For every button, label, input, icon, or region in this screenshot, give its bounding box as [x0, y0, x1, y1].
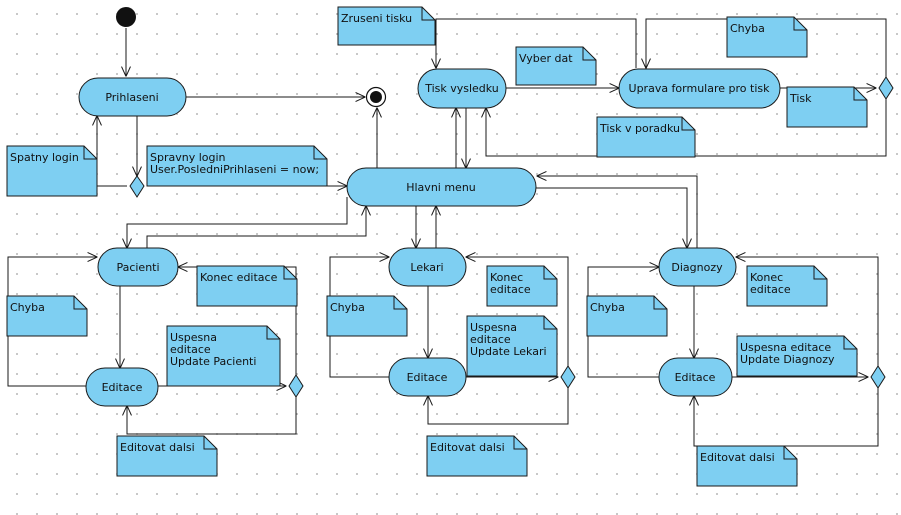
flow-menu-diagnozy [536, 187, 687, 248]
note-konec-pacienti[interactable]: Konec editace [196, 265, 298, 307]
note-text: Update Pacienti [170, 355, 256, 368]
activity-label: Lekari [410, 261, 443, 274]
note-chyba-tisk[interactable]: Chyba [726, 16, 808, 58]
note-text: Chyba [330, 301, 365, 314]
note-tisk[interactable]: Tisk [786, 86, 868, 128]
decision-pacienti [288, 374, 304, 398]
activity-label: Pacienti [116, 261, 159, 274]
flow-pacienti-menu [146, 206, 366, 248]
note-chyba-pacienti[interactable]: Chyba [6, 295, 88, 337]
note-text: Editovat dalsi [700, 451, 775, 464]
decision-diagnozy [870, 365, 886, 389]
activity-label: Tisk vysledku [424, 82, 499, 95]
note-text: Uspesna editace [740, 341, 831, 354]
flow-diag-konec [736, 257, 879, 366]
note-text: Editovat dalsi [120, 441, 195, 454]
activity-label: Uprava formulare pro tisk [629, 82, 771, 95]
activity-pacienti-editace[interactable]: Editace [85, 367, 159, 407]
activity-label: Diagnozy [671, 261, 723, 274]
flow-lek-editovat [428, 388, 569, 425]
note-editovat-diagnozy[interactable]: Editovat dalsi [696, 445, 798, 487]
flow-menu-pacienti [127, 197, 348, 248]
flow-pac-editovat [127, 397, 297, 435]
activity-lekari-editace[interactable]: Editace [388, 357, 467, 397]
note-text: Konec [750, 271, 783, 284]
initial-node [116, 7, 136, 27]
note-editovat-pacienti[interactable]: Editovat dalsi [116, 435, 218, 477]
note-editovat-lekari[interactable]: Editovat dalsi [426, 435, 528, 477]
flow-diagnozy-menu [537, 176, 698, 248]
note-tisk-v-poradku[interactable]: Tisk v poradku [596, 116, 696, 158]
note-text: Chyba [10, 301, 45, 314]
final-node [365, 86, 387, 108]
note-text: Editovat dalsi [430, 441, 505, 454]
activity-tisk-vysledku[interactable]: Tisk vysledku [417, 68, 507, 109]
activity-label: Hlavni menu [406, 181, 476, 194]
note-text: Konec [490, 271, 523, 284]
note-chyba-diagnozy[interactable]: Chyba [586, 295, 668, 337]
activity-diagnozy[interactable]: Diagnozy [658, 247, 737, 287]
flow-diag-editovat [694, 388, 879, 447]
decision-lekari [560, 365, 576, 389]
activity-label: Editace [407, 371, 448, 384]
note-zruseni-tisku[interactable]: Zruseni tisku [337, 6, 436, 46]
note-text: Zruseni tisku [341, 12, 412, 25]
flow-zruseni-tisku [436, 18, 637, 68]
flow-spatny-login [97, 116, 127, 187]
note-text: Uspesna [470, 321, 517, 334]
note-text: editace [470, 333, 511, 346]
decision-tisk [878, 76, 894, 100]
note-vyber-dat[interactable]: Vyber dat [515, 46, 597, 86]
note-text: editace [170, 343, 211, 356]
note-text: Spravny login [150, 151, 226, 164]
note-text: Update Diagnozy [740, 353, 835, 366]
note-text: Vyber dat [519, 52, 573, 65]
activity-label: Prihlaseni [105, 91, 158, 104]
activity-diagnozy-editace[interactable]: Editace [658, 357, 733, 397]
note-text: User.PosledniPrihlaseni = now; [150, 163, 319, 176]
note-text: Tisk [789, 92, 812, 105]
activity-label: Editace [102, 381, 143, 394]
decision-login [129, 175, 145, 198]
note-text: Spatny login [10, 151, 79, 164]
note-text: editace [490, 283, 531, 296]
note-text: Update Lekari [470, 345, 547, 358]
note-chyba-lekari[interactable]: Chyba [326, 295, 408, 337]
activity-pacienti[interactable]: Pacienti [97, 247, 179, 287]
activity-prihlaseni[interactable]: Prihlaseni [78, 77, 187, 117]
note-text: Uspesna [170, 331, 217, 344]
note-text: Tisk v poradku [599, 122, 680, 135]
note-text: editace [750, 283, 791, 296]
note-text: Konec editace [200, 271, 278, 284]
note-text: Chyba [590, 301, 625, 314]
note-text: Chyba [730, 22, 765, 35]
activity-label: Editace [675, 371, 716, 384]
activity-hlavni-menu[interactable]: Hlavni menu [346, 167, 537, 207]
flow-lek-konec [466, 257, 569, 366]
activity-uprava-formulare[interactable]: Uprava formulare pro tisk [618, 68, 781, 109]
note-spatny-login[interactable]: Spatny login [6, 145, 98, 197]
activity-lekari[interactable]: Lekari [388, 247, 467, 287]
